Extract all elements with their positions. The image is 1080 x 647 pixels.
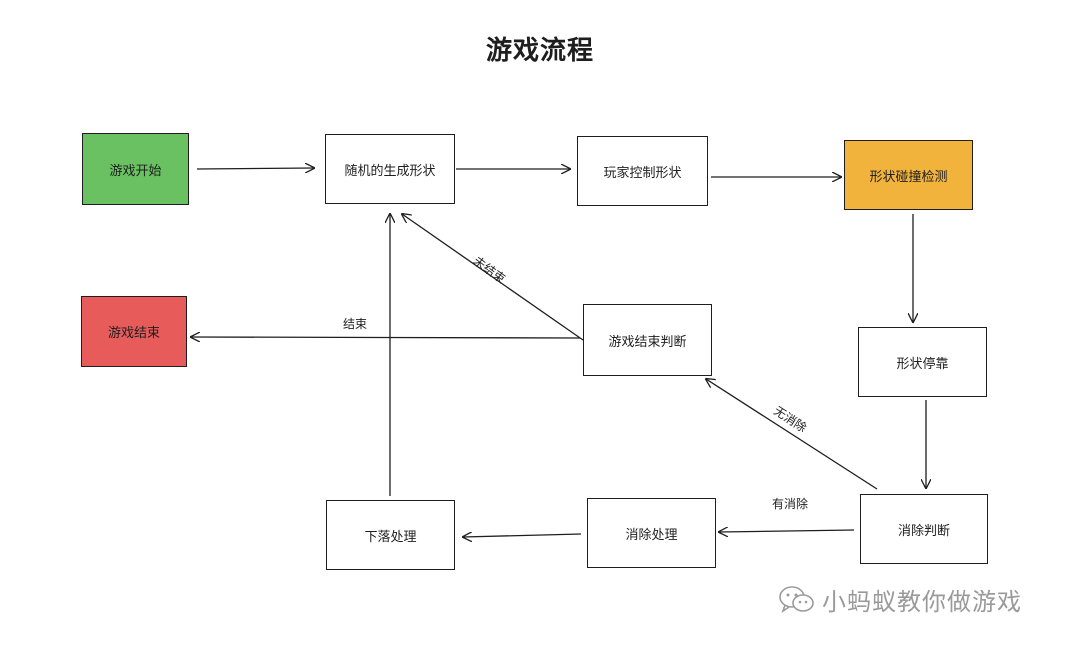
node-clear-check: 消除判断 [860, 494, 988, 564]
node-fall-process: 下落处理 [326, 500, 455, 570]
node-game-end-check: 游戏结束判断 [583, 304, 712, 376]
arrow-start-to-generate [196, 168, 314, 169]
diagram-title: 游戏流程 [485, 36, 594, 66]
wechat-icon [779, 585, 814, 613]
arrow-endcheck-to-generate [402, 214, 584, 341]
node-clear-process: 消除处理 [587, 498, 716, 568]
arrow-clearcheck-to-clearprocess [719, 530, 855, 532]
watermark-text: 小蚂蚁教你做游戏 [822, 588, 1022, 616]
node-random-generate-shape: 随机的生成形状 [325, 134, 455, 204]
arrow-clearprocess-to-fall [463, 534, 582, 537]
arrow-endcheck-to-end [191, 337, 581, 338]
node-shape-dock: 形状停靠 [858, 327, 987, 397]
arrow-clearcheck-to-endcheck [706, 379, 878, 490]
edge-label-has-clear: 有消除 [772, 497, 809, 511]
node-game-start: 游戏开始 [82, 133, 189, 205]
watermark: 小蚂蚁教你做游戏 [778, 582, 1022, 617]
node-shape-collision-detect: 形状碰撞检测 [844, 140, 973, 210]
node-game-end: 游戏结束 [81, 296, 187, 367]
node-player-control-shape: 玩家控制形状 [577, 136, 708, 206]
edge-label-ended: 结束 [343, 317, 368, 331]
